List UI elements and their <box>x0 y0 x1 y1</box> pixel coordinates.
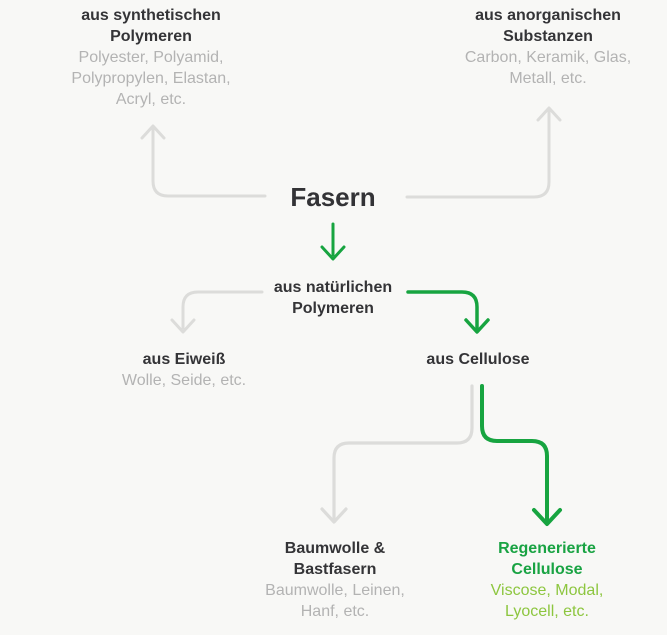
node-protein: aus Eiweiß Wolle, Seide, etc. <box>84 349 284 391</box>
node-fasern: Fasern <box>233 183 433 212</box>
arrow-natural-to-cellulose <box>406 290 490 334</box>
arrow-cellulose-to-regenerated <box>480 384 562 526</box>
arrow-fasern-to-natural <box>320 222 346 261</box>
node-inorganic-title: aus anorganischen Substanzen <box>475 7 621 45</box>
node-cotton-examples: Baumwolle, Leinen, Hanf, etc. <box>265 582 405 620</box>
node-natural-title: aus natürlichen Polymeren <box>273 279 393 317</box>
node-regenerated-examples: Viscose, Modal, Lyocell, etc. <box>490 582 604 620</box>
node-cellulose-title: aus Cellulose <box>426 351 530 368</box>
node-inorganic-examples: Carbon, Keramik, Glas, Metall, etc. <box>464 49 632 87</box>
arrow-fasern-to-synthetic <box>140 124 267 198</box>
node-regenerated-cellulose: Regenerierte Cellulose Viscose, Modal, L… <box>447 538 647 622</box>
node-fasern-label: Fasern <box>290 182 376 212</box>
node-protein-title: aus Eiweiß <box>142 351 226 368</box>
arrow-fasern-to-inorganic <box>405 106 562 199</box>
node-natural-polymers: aus natürlichen Polymeren <box>233 277 433 319</box>
node-inorganic-substances: aus anorganischen Substanzen Carbon, Ker… <box>428 5 667 89</box>
node-synthetic-title: aus synthetischen Polymeren <box>81 7 221 45</box>
node-protein-examples: Wolle, Seide, etc. <box>121 372 247 389</box>
node-cotton-bast-fibers: Baumwolle & Bastfasern Baumwolle, Leinen… <box>235 538 435 622</box>
node-synthetic-examples: Polyester, Polyamid, Polypropylen, Elast… <box>71 49 231 108</box>
arrow-natural-to-protein <box>170 290 264 334</box>
node-cotton-title: Baumwolle & Bastfasern <box>284 540 386 578</box>
node-cellulose: aus Cellulose <box>378 349 578 370</box>
node-synthetic-polymers: aus synthetischen Polymeren Polyester, P… <box>31 5 271 110</box>
node-regenerated-title: Regenerierte Cellulose <box>498 540 596 578</box>
arrow-cellulose-to-cotton <box>320 384 474 524</box>
